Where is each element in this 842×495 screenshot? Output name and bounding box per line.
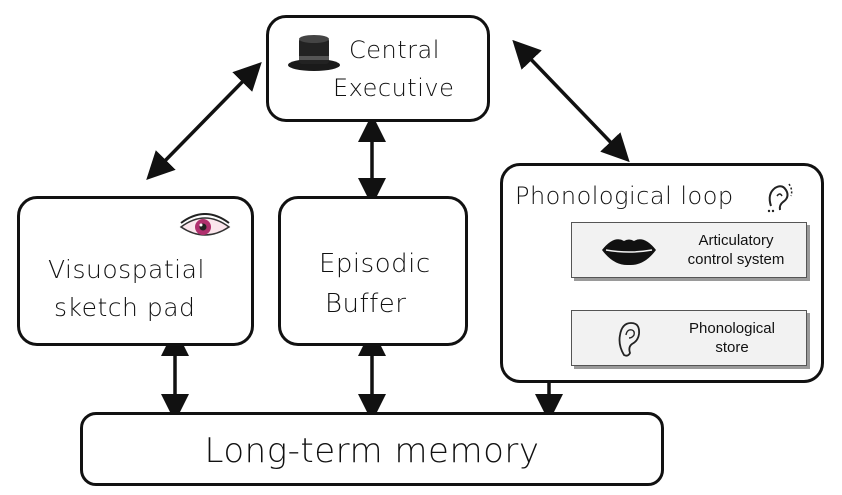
long-term-memory-label: Long-term memory xyxy=(204,431,540,471)
long-term-memory-box: Long-term memory xyxy=(80,412,664,486)
visuospatial-box: Visuospatial sketch pad xyxy=(17,196,254,346)
central-executive-box: Central Executive xyxy=(266,15,490,122)
articulatory-text: Articulatory control system xyxy=(668,231,804,269)
phonological-store-box: Phonological store xyxy=(571,310,807,366)
eye-icon xyxy=(179,213,231,236)
episodic-line2: Buffer xyxy=(325,289,407,319)
visuospatial-line1: Visuospatial xyxy=(48,255,205,284)
store-line2: store xyxy=(715,339,749,356)
ear-sound-icon xyxy=(767,183,793,213)
visuospatial-line2: sketch pad xyxy=(54,293,196,322)
store-text: Phonological store xyxy=(662,319,802,357)
arrow-ce-visuospatial xyxy=(146,61,262,181)
central-executive-line2: Executive xyxy=(333,74,455,102)
articulatory-line2: control system xyxy=(687,251,785,268)
ear-icon xyxy=(618,322,640,357)
central-executive-line1: Central xyxy=(349,36,440,64)
phonological-loop-title: Phonological loop xyxy=(515,182,734,210)
articulatory-line1: Articulatory xyxy=(698,232,774,249)
articulatory-control-box: Articulatory control system xyxy=(571,222,807,278)
lips-icon xyxy=(602,239,656,266)
arrow-ce-phonological xyxy=(512,39,630,163)
episodic-buffer-box: Episodic Buffer xyxy=(278,196,468,346)
episodic-line1: Episodic xyxy=(319,249,431,279)
top-hat-icon xyxy=(288,35,340,71)
store-line1: Phonological xyxy=(689,320,775,337)
